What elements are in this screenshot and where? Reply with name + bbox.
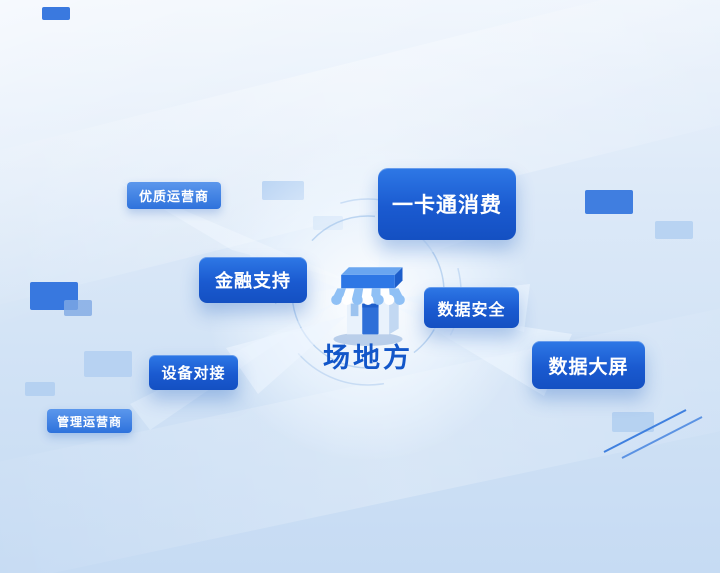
deco-rect <box>84 351 132 377</box>
deco-rect <box>655 221 693 239</box>
node-quality-operator-label: 优质运营商 <box>139 189 210 204</box>
deco-rect <box>64 300 92 316</box>
node-data-security: 数据安全 <box>424 287 519 328</box>
storefront-icon <box>331 267 405 346</box>
node-card-payment-label: 一卡通消费 <box>392 194 502 217</box>
deco-rect <box>612 412 654 432</box>
node-financial-support: 金融支持 <box>199 257 307 303</box>
node-management-operator: 管理运营商 <box>47 409 133 433</box>
deco-rect <box>262 181 304 200</box>
deco-rect <box>25 382 55 396</box>
node-data-dashboard-label: 数据大屏 <box>548 356 629 378</box>
node-device-connection-label: 设备对接 <box>161 365 226 382</box>
deco-rect <box>585 190 633 214</box>
node-data-security-label: 数据安全 <box>437 301 506 319</box>
node-management-operator-label: 管理运营商 <box>57 414 123 429</box>
node-data-dashboard: 数据大屏 <box>532 341 645 389</box>
node-quality-operator: 优质运营商 <box>127 182 222 209</box>
deco-rect <box>313 216 343 230</box>
node-device-connection: 设备对接 <box>149 355 238 390</box>
node-financial-support-label: 金融支持 <box>215 271 291 291</box>
deco-rect <box>42 7 70 20</box>
node-card-payment: 一卡通消费 <box>378 168 516 240</box>
hub-title: 场地方 <box>323 343 413 373</box>
